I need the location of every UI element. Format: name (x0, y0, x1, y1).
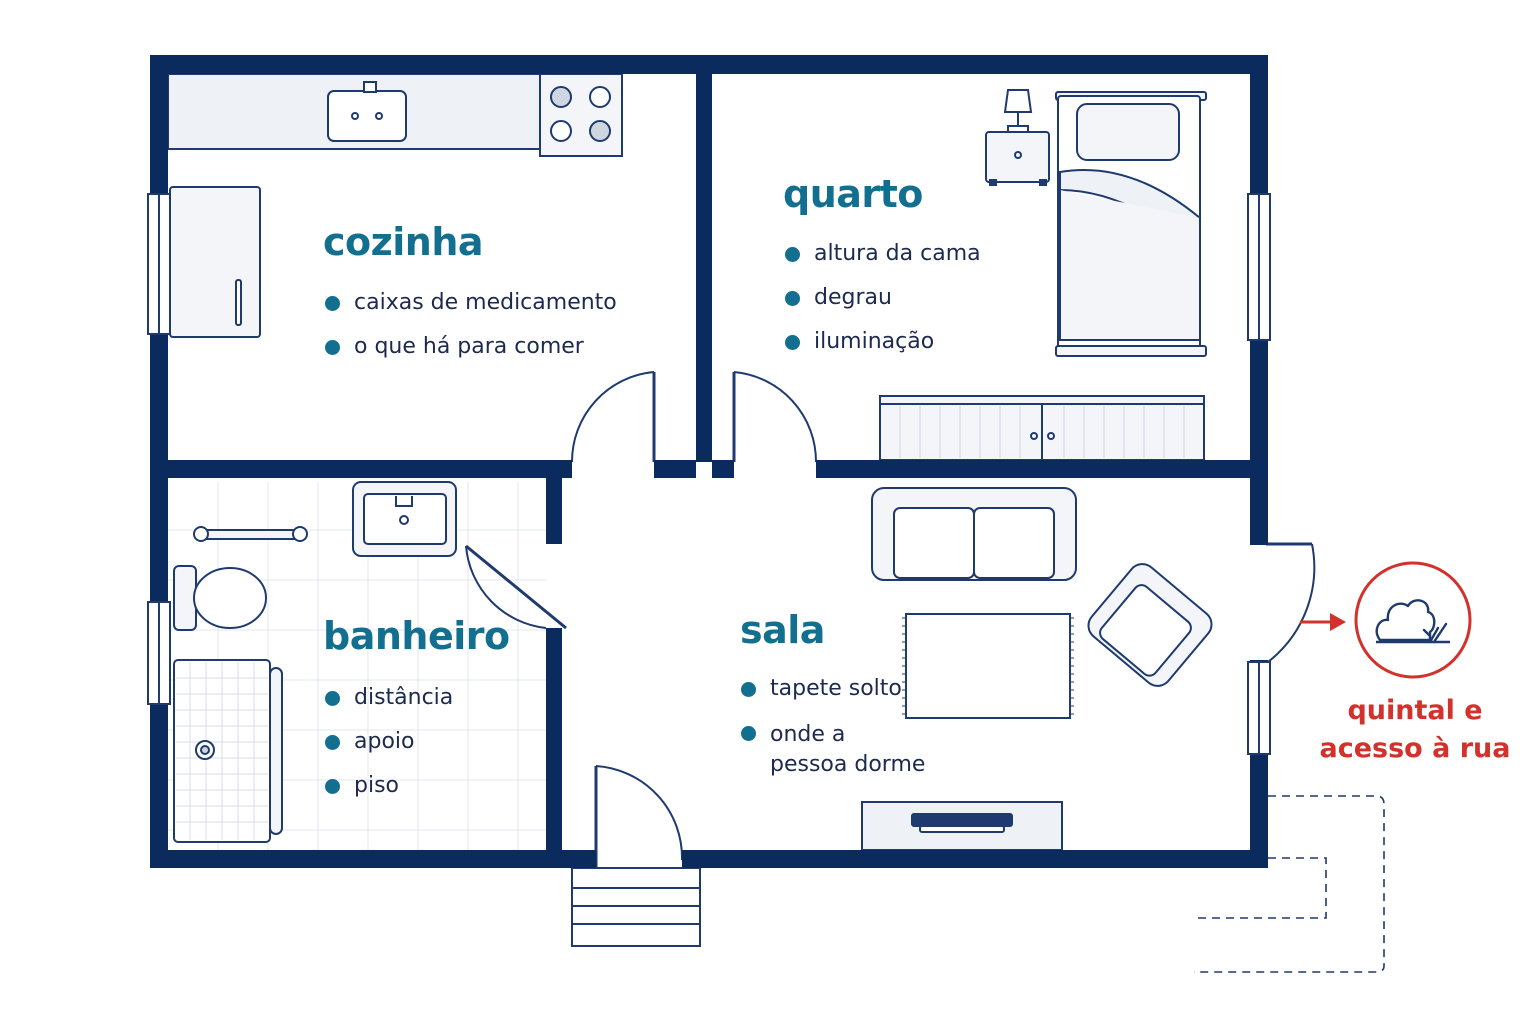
refrigerator (169, 186, 261, 338)
windows (147, 193, 1271, 755)
sofa (871, 487, 1077, 581)
bullet-icon (741, 726, 756, 741)
list-item: degrau (785, 285, 981, 311)
tv-stand (861, 801, 1063, 851)
quarto-checklist: altura da cama degrau iluminação (785, 241, 981, 373)
list-item: o que há para comer (325, 334, 617, 360)
grab-bar (193, 526, 308, 542)
nightstand (985, 131, 1050, 186)
kitchen-door (570, 371, 656, 463)
toilet (173, 565, 267, 631)
banheiro-checklist: distância apoio piso (325, 685, 453, 817)
bullet-icon (325, 735, 340, 750)
bullet-icon (325, 340, 340, 355)
bullet-icon (325, 296, 340, 311)
bullet-icon (785, 247, 800, 262)
bathroom-sink (352, 481, 457, 557)
list-item: apoio (325, 729, 453, 755)
bathroom-door (465, 544, 567, 630)
dresser (879, 395, 1205, 461)
kitchen-counter (167, 73, 541, 150)
list-item: onde a pessoa dorme (741, 720, 925, 780)
list-item: altura da cama (785, 241, 981, 267)
list-item: iluminação (785, 329, 981, 355)
entrance-door (594, 765, 684, 868)
arrow-right-icon (1300, 613, 1346, 631)
kitchen-sink (327, 90, 407, 142)
room-title-sala: sala (740, 608, 825, 652)
shrub-icon (1354, 561, 1472, 679)
lamp-icon (1003, 89, 1033, 133)
bullet-icon (785, 335, 800, 350)
bullet-icon (325, 779, 340, 794)
list-item: caixas de medicamento (325, 290, 617, 316)
armchair (1087, 563, 1213, 687)
entrance-steps (571, 867, 701, 947)
list-item: distância (325, 685, 453, 711)
sala-checklist: tapete solto onde a pessoa dorme (741, 676, 925, 798)
exterior-door (1266, 542, 1316, 663)
stove (539, 73, 623, 157)
room-title-banheiro: banheiro (323, 614, 510, 658)
exterior-path (1194, 795, 1385, 973)
bullet-icon (325, 691, 340, 706)
bedroom-door (732, 371, 818, 463)
shower (173, 659, 283, 843)
room-title-quarto: quarto (783, 172, 923, 216)
bed (1055, 91, 1207, 357)
bullet-icon (785, 291, 800, 306)
list-item: piso (325, 773, 453, 799)
cozinha-checklist: caixas de medicamento o que há para come… (325, 290, 617, 378)
bullet-icon (741, 682, 756, 697)
exterior-label: quintal e acesso à rua (1319, 695, 1511, 764)
list-item: tapete solto (741, 676, 925, 702)
room-title-cozinha: cozinha (323, 220, 484, 264)
loose-rug (902, 613, 1074, 719)
